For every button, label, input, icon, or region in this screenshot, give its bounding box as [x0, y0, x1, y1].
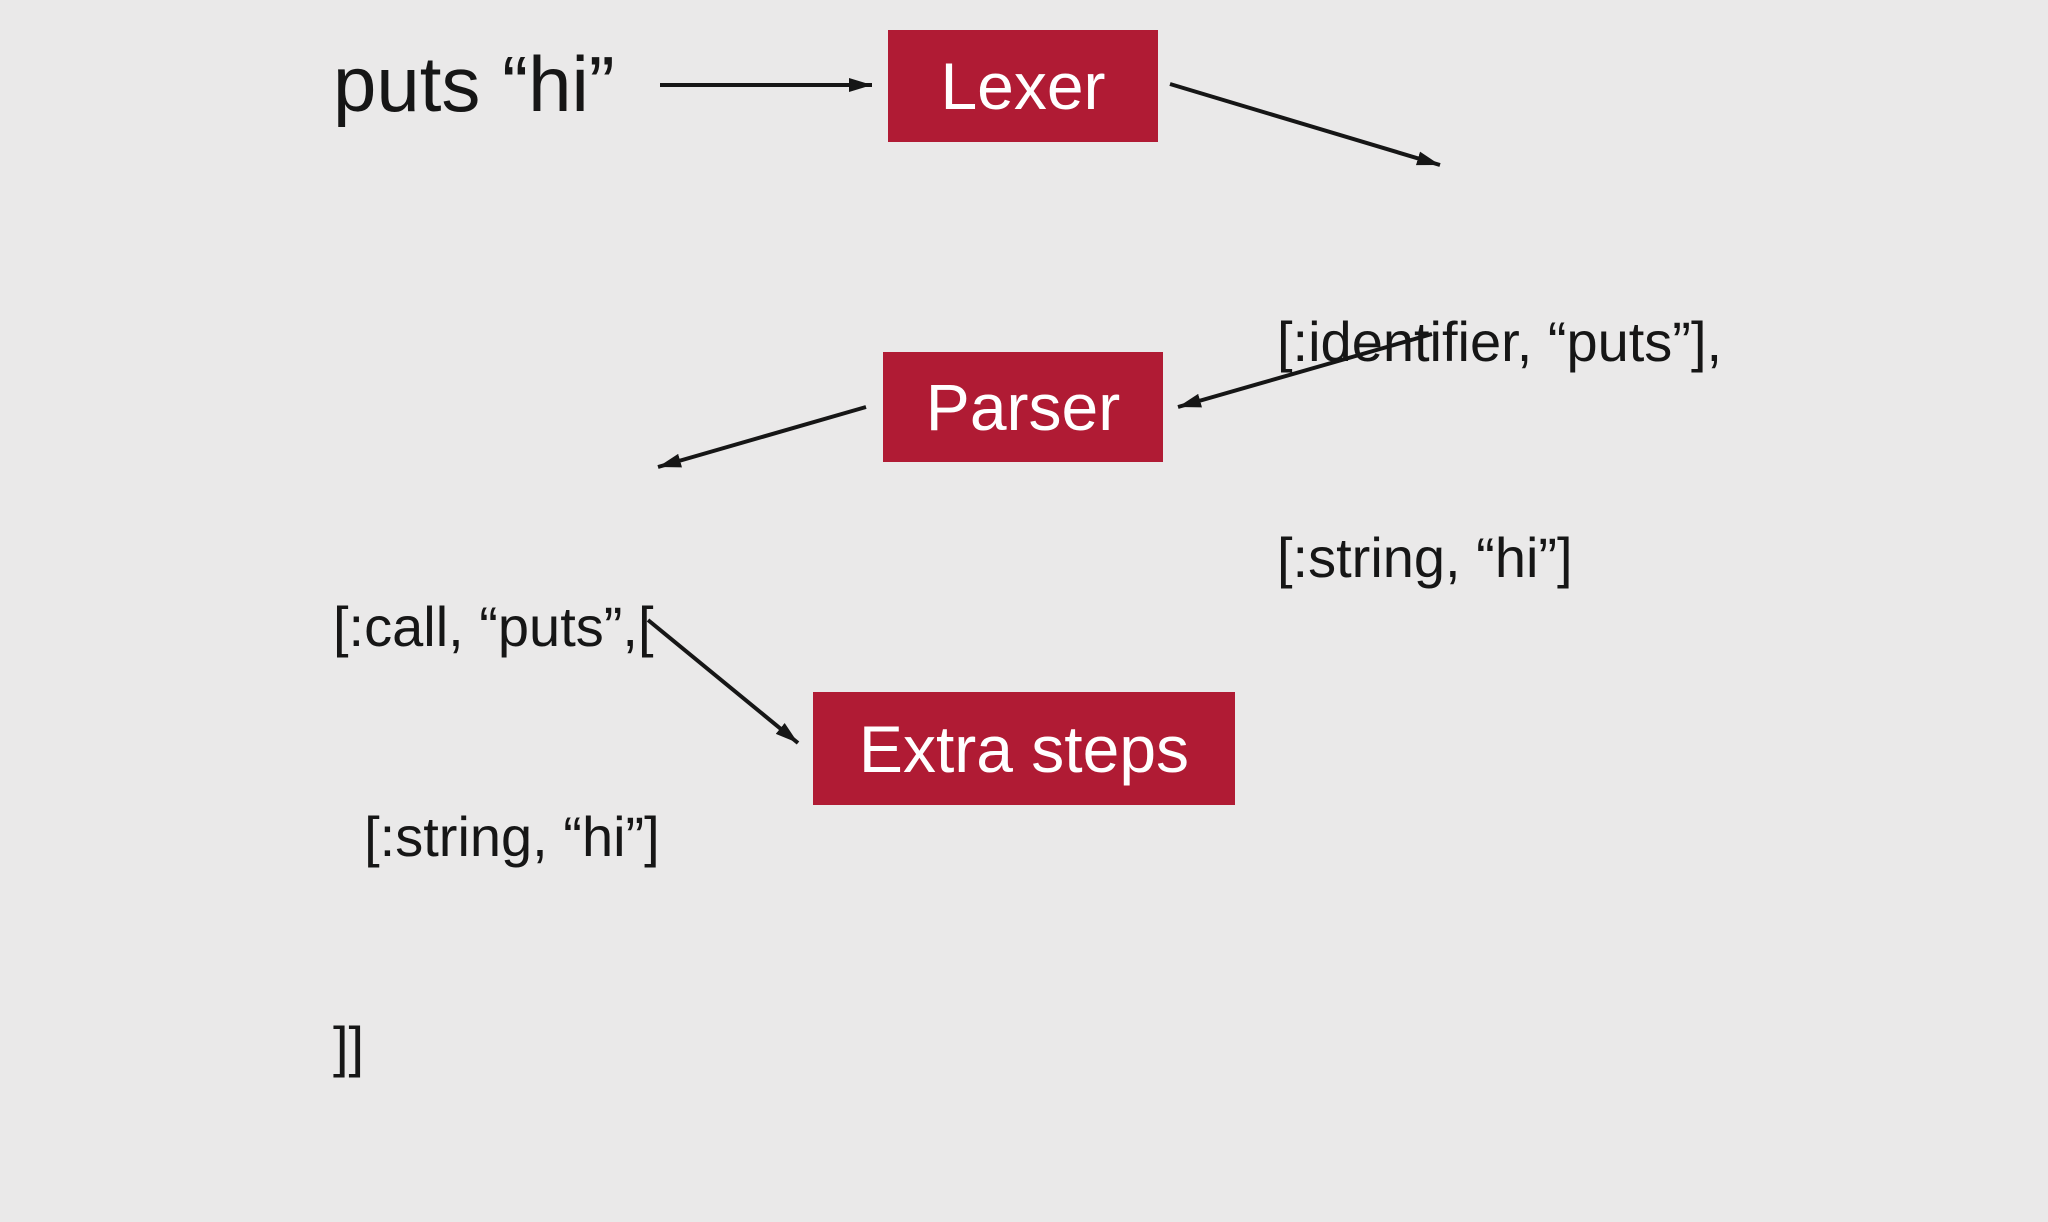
- lexer-box: Lexer: [888, 30, 1158, 142]
- arrow-lexer-to-tokens: [1169, 82, 1441, 167]
- ast-text: [:call, “puts”,[ [:string, “hi”] ]]: [333, 452, 660, 1222]
- arrow-parser-to-ast: [657, 405, 867, 469]
- extra-steps-label: Extra steps: [858, 711, 1190, 786]
- compiler-pipeline-diagram: puts “hi” Lexer [:identifier, “puts”], […: [333, 30, 1722, 1078]
- token-list-line2: [:string, “hi”]: [1277, 526, 1573, 589]
- token-list-text: [:identifier, “puts”], [:string, “hi”]: [1277, 162, 1722, 738]
- ast-line2: [:string, “hi”]: [333, 805, 660, 868]
- parser-box: Parser: [883, 352, 1163, 462]
- ast-line1: [:call, “puts”,[: [333, 595, 654, 658]
- source-code-text: puts “hi”: [333, 40, 615, 128]
- extra-steps-box: Extra steps: [813, 692, 1235, 805]
- arrow-layer: [646, 78, 1441, 745]
- arrow-ast-to-extra-steps: [646, 618, 800, 745]
- lexer-label: Lexer: [940, 49, 1106, 123]
- ast-line3: ]]: [333, 1015, 365, 1078]
- token-list-line1: [:identifier, “puts”],: [1277, 310, 1723, 373]
- parser-label: Parser: [925, 370, 1121, 444]
